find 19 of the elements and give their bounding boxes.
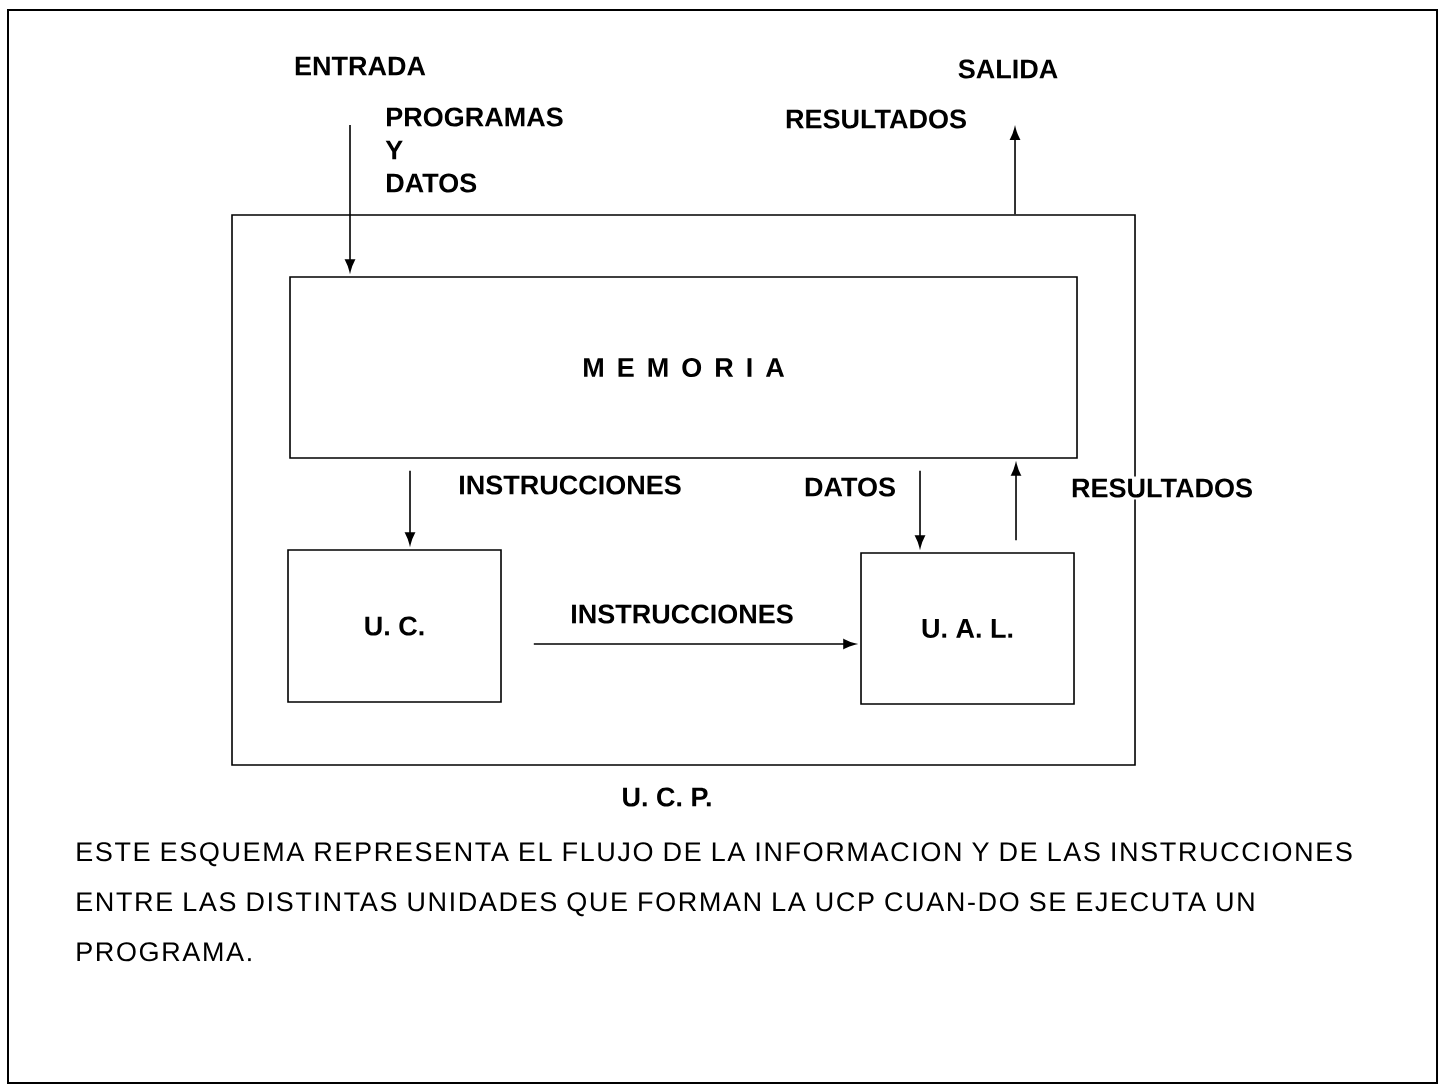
edge-label: RESULTADOS	[1069, 476, 1255, 500]
node-label: U. C. P.	[623, 787, 711, 807]
edge-label: INSTRUCCIONES	[456, 473, 684, 497]
caption: ESTE ESQUEMA REPRESENTA EL FLUJO DE LA INFORMACION Y DE LAS INSTRUCCIONES ENTRE LAS DISTINTAS UNIDADES QUE FORMAN LA UCP CUAN-DO SE EJECUTA UN PROGRAMA.	[77, 842, 1352, 962]
arrow	[915, 470, 925, 548]
heading-label: ENTRADA	[295, 56, 426, 76]
edge-label: INSTRUCCIONES	[568, 602, 796, 626]
edge-label: PROGRAMAS Y DATOS	[383, 105, 563, 195]
arrow	[1011, 463, 1021, 541]
arrow	[405, 470, 415, 545]
unit-box: U. A. L.	[860, 552, 1075, 705]
arrow	[345, 124, 355, 272]
edge-label: RESULTADOS	[783, 107, 969, 131]
heading-label: SALIDA	[958, 59, 1058, 79]
arrow	[1010, 127, 1020, 215]
unit-box: U. C.	[287, 549, 502, 703]
edge-label: DATOS	[802, 475, 898, 499]
memory-box: M E M O R I A	[289, 276, 1078, 459]
arrow	[533, 639, 856, 649]
